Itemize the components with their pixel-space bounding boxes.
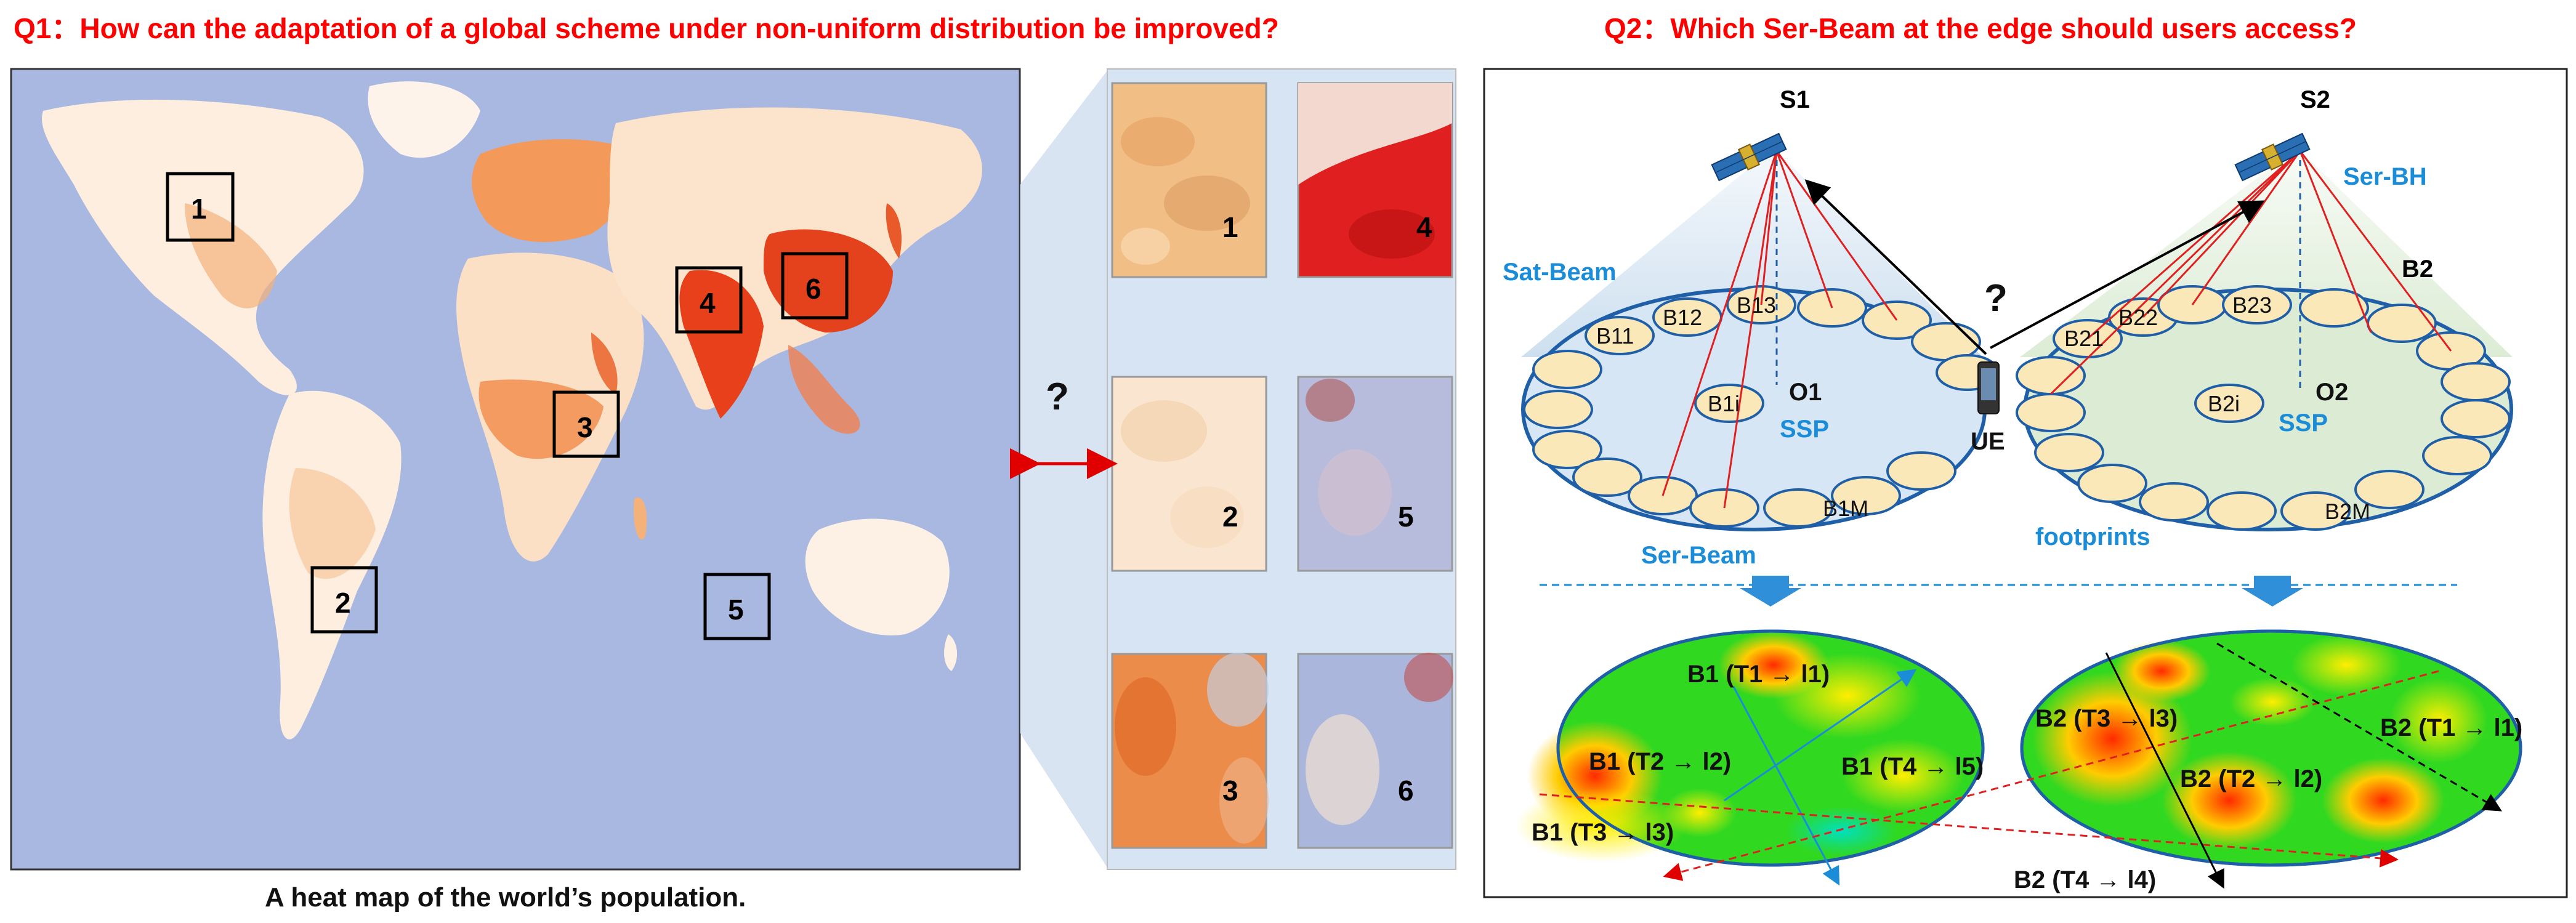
b12-label: B12 <box>1663 305 1702 330</box>
ser-bh-label: Ser-BH <box>2343 163 2427 190</box>
heatmap-left <box>1515 629 1985 867</box>
b2i-label: B2i <box>2208 391 2240 416</box>
patch-1: 1 <box>1111 82 1267 278</box>
ue-question-mark: ? <box>1984 277 2008 320</box>
patch-6: 6 <box>1297 653 1453 849</box>
label-b2-t2: B2 (T2 → l2) <box>2180 765 2322 792</box>
patch-3: 3 <box>1111 653 1269 849</box>
label-b2-t4: B2 (T4 → l4) <box>2014 866 2156 893</box>
q2-title: Q2：Which Ser-Beam at the edge should use… <box>1604 12 2357 44</box>
zoom-wedge <box>1020 69 1108 869</box>
map-box-5: 5 <box>703 573 771 640</box>
map-box-1: 1 <box>166 172 235 242</box>
label-b1-t1: B1 (T1 → l1) <box>1687 661 1830 688</box>
satellite-s1-icon <box>1711 132 1787 182</box>
b2m-label: B2M <box>2325 499 2370 524</box>
trajectory-b2-t1 <box>2216 642 2502 812</box>
map-box-4: 4 <box>675 266 743 334</box>
patch-label: 2 <box>1222 501 1238 533</box>
patch-label: 5 <box>1398 501 1414 533</box>
trajectory-b1-t3 <box>1539 793 2399 868</box>
map-box-2: 2 <box>310 566 378 634</box>
map-box-3: 3 <box>552 390 620 458</box>
b1m-label: B1M <box>1823 496 1868 521</box>
patch-label: 3 <box>1222 775 1238 807</box>
map-box-label: 2 <box>335 587 351 619</box>
patch-2: 2 <box>1111 376 1267 572</box>
map-box-label: 4 <box>700 287 716 319</box>
map-caption: A heat map of the world’s population. <box>265 882 746 913</box>
b1i-label: B1i <box>1708 391 1740 416</box>
s1-label: S1 <box>1780 86 1810 113</box>
trajectory-b1-t1 <box>1732 686 1840 886</box>
ue-to-s2-arrow <box>1990 200 2265 349</box>
b13-label: B13 <box>1737 292 1776 318</box>
ssp2-label: SSP <box>2279 409 2328 437</box>
label-b2-t1: B2 (T1 → l1) <box>2380 714 2522 741</box>
trajectory-b2-t3 <box>1663 670 2439 881</box>
ue-to-s1-arrow <box>1804 179 1987 355</box>
down-arrow-left <box>1740 576 1801 607</box>
patch-5: 5 <box>1297 376 1453 572</box>
map-box-label: 1 <box>191 193 207 225</box>
zoom-patches-panel: 1 4 2 5 3 <box>1107 68 1456 870</box>
map-box-6: 6 <box>781 252 849 320</box>
question-mark: ? <box>1046 376 1069 418</box>
label-b1-t4: B1 (T4 → l5) <box>1841 753 1984 780</box>
s2-label: S2 <box>2300 86 2330 113</box>
ser-beam-label: Ser-Beam <box>1641 542 1756 569</box>
ssp1-label: SSP <box>1780 416 1829 443</box>
ser-beam-cells-left <box>1523 285 2000 528</box>
sat1-beam-lines <box>1661 150 1898 509</box>
q1-title: Q1：How can the adaptation of a global sc… <box>14 12 1279 44</box>
satellite-s2-icon <box>2234 132 2311 182</box>
o1-label: O1 <box>1789 379 1822 406</box>
ue-phone-icon <box>1977 361 2000 414</box>
map-box-label: 6 <box>806 273 822 305</box>
map-box-label: 5 <box>728 594 744 626</box>
population-heat-map: 1 2 3 4 5 6 <box>10 68 1021 871</box>
b23-label: B23 <box>2232 292 2272 318</box>
sat2-beam-lines <box>2049 150 2452 395</box>
trajectory-b2-t4 <box>2105 652 2224 889</box>
map-box-label: 3 <box>577 411 593 443</box>
footprints-label: footprints <box>2035 523 2150 550</box>
patch-label: 1 <box>1222 211 1238 243</box>
b21-label: B21 <box>2064 326 2104 351</box>
label-b1-t3: B1 (T3 → l3) <box>1532 819 1674 846</box>
patch-4: 4 <box>1297 82 1453 278</box>
down-arrow-right <box>2242 576 2303 607</box>
heatmap-right <box>2020 629 2522 867</box>
sat-beam-label: Sat-Beam <box>1503 259 1617 286</box>
label-b2-t3: B2 (T3 → l3) <box>2035 705 2178 732</box>
patch-label: 4 <box>1416 211 1432 243</box>
ue-label: UE <box>1971 428 2005 455</box>
trajectory-b1-t2 <box>1724 669 1917 802</box>
b2-label: B2 <box>2402 256 2433 283</box>
map-to-patch-link: ? <box>1010 376 1118 479</box>
patch-label: 6 <box>1398 775 1414 807</box>
label-b1-t2: B1 (T2 → l2) <box>1589 748 1731 775</box>
b22-label: B22 <box>2118 305 2158 330</box>
o2-label: O2 <box>2316 379 2348 406</box>
b11-label: B11 <box>1596 323 1634 349</box>
